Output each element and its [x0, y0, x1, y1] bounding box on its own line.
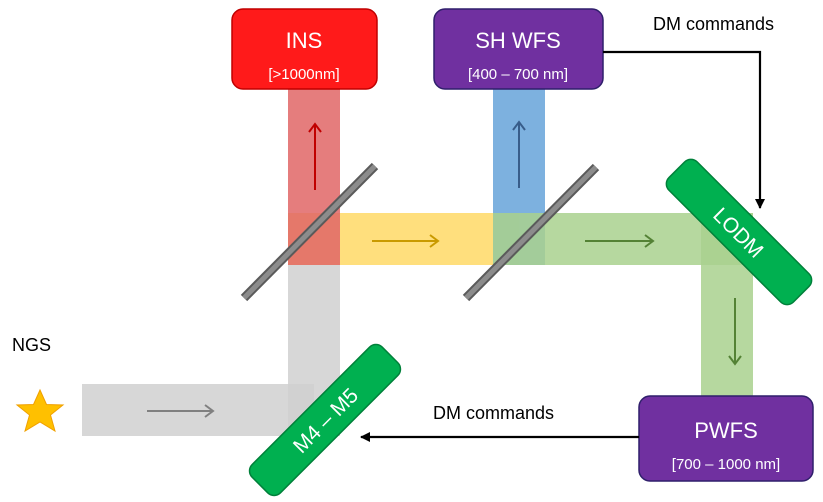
- pwfs-box-title: PWFS: [694, 418, 758, 443]
- ins-box-subtitle: [>1000nm]: [268, 66, 339, 83]
- sh-wfs-box-subtitle: [400 – 700 nm]: [468, 66, 568, 83]
- arrow-red-beam: [308, 122, 322, 190]
- beams: [82, 88, 753, 436]
- ins-box-title: INS: [286, 28, 323, 53]
- sh-wfs-box: SH WFS [400 – 700 nm]: [433, 8, 604, 90]
- beam-splitters: [240, 162, 600, 302]
- ins-box: INS [>1000nm]: [231, 8, 378, 90]
- beam-splitter-ins-inner: [242, 164, 377, 300]
- arrow-yellow-beam: [372, 234, 440, 248]
- ngs-label: NGS: [12, 335, 51, 355]
- star-icon: [15, 388, 65, 433]
- beam-splitter-wfs-inner: [464, 165, 598, 300]
- arrow-green-beam: [585, 234, 655, 248]
- arrow-ngs-beam: [147, 404, 215, 418]
- beam-arrows: [147, 120, 742, 418]
- sh-wfs-box-title: SH WFS: [475, 28, 561, 53]
- dm-commands-label-bottom: DM commands: [433, 403, 554, 423]
- arrow-blue-beam: [512, 120, 526, 188]
- arrow-green-down: [728, 298, 742, 366]
- dm-command-arrow-top: [603, 50, 765, 209]
- dm-commands-label-top: DM commands: [653, 14, 774, 34]
- pwfs-box-subtitle: [700 – 1000 nm]: [672, 456, 780, 473]
- pwfs-box: PWFS [700 – 1000 nm]: [638, 395, 814, 482]
